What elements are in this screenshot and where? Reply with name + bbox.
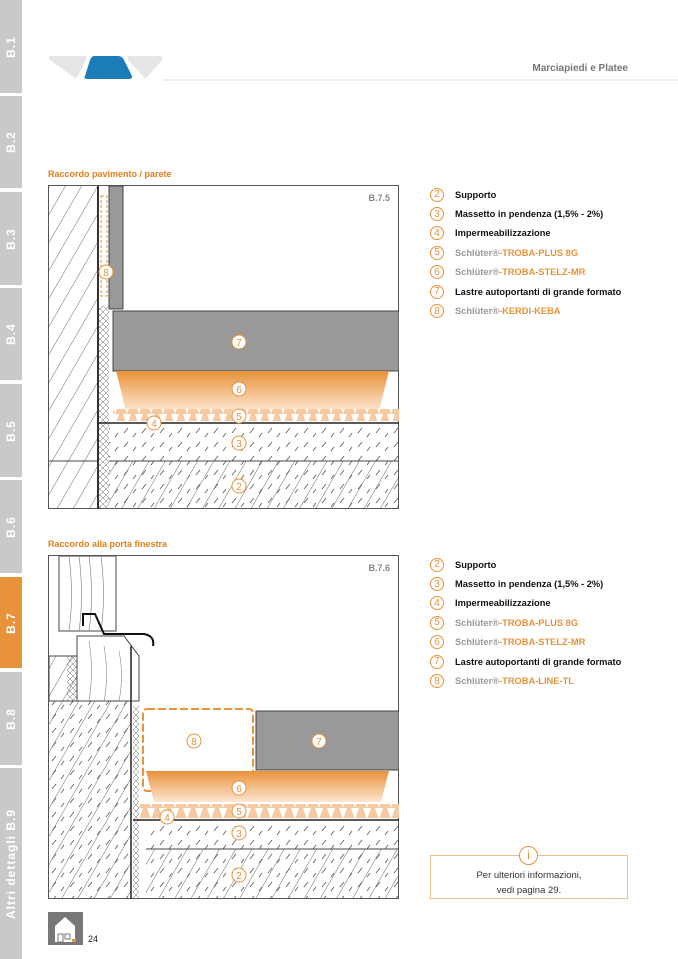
info-line-2[interactable]: vedi pagina 29. <box>496 885 562 896</box>
tab-label: B.2 <box>4 131 18 153</box>
number-badge: 5 <box>430 615 444 630</box>
legend-b76: 2 Supporto 3 Massetto in pendenza (1,5% - … <box>430 555 621 691</box>
header-rule <box>163 79 678 81</box>
svg-text:3: 3 <box>236 439 242 450</box>
tab-label: B.4 <box>4 323 18 345</box>
legend-item: 4 Impermeabilizzazione <box>430 594 621 613</box>
header-logo-shapes <box>49 56 163 79</box>
tab-label: B.1 <box>4 35 18 58</box>
tab-b1[interactable]: B.1 <box>0 0 22 93</box>
page-number: 24 <box>88 934 99 944</box>
number-badge: 4 <box>430 596 444 611</box>
number-badge: 7 <box>430 654 444 669</box>
number-badge: 4 <box>430 226 444 241</box>
detail-drawing-b76: 8 7 6 5 4 3 2 B.7.6 <box>48 555 400 899</box>
legend-text: Supporto <box>455 559 497 570</box>
number-badge: 8 <box>430 304 444 319</box>
tab-label: B.7 <box>4 611 18 634</box>
legend-item: 4 Impermeabilizzazione <box>430 224 621 243</box>
number-badge: 3 <box>430 207 444 222</box>
brand-name: Schlüter® <box>455 306 500 317</box>
legend-item: 6 Schlüter®-TROBA-STELZ-MR <box>430 633 621 652</box>
tab-b2[interactable]: B.2 <box>0 96 22 188</box>
legend-text: Lastre autoportanti di grande formato <box>455 656 622 667</box>
svg-text:6: 6 <box>236 784 242 795</box>
legend-item: 5 Schlüter®-TROBA-PLUS 8G <box>430 243 621 262</box>
number-badge: 2 <box>430 557 444 572</box>
legend-item: 7 Lastre autoportanti di grande formato <box>430 652 621 671</box>
brand-name: Schlüter® <box>455 676 500 687</box>
section-title: Raccordo pavimento / parete <box>48 169 172 179</box>
drawing-code: B.7.6 <box>368 563 390 573</box>
svg-text:8: 8 <box>191 737 197 748</box>
svg-text:2: 2 <box>236 871 242 882</box>
tab-label: B.3 <box>4 227 18 250</box>
number-badge: 3 <box>430 577 444 592</box>
legend-item: 2 Supporto <box>430 555 621 574</box>
tab-b7[interactable]: B.7 <box>0 577 22 668</box>
legend-item: 5 Schlüter®-TROBA-PLUS 8G <box>430 613 621 632</box>
drawing-code: B.7.5 <box>368 193 390 203</box>
legend-item: 3 Massetto in pendenza (1,5% - 2%) <box>430 574 621 593</box>
tab-b3[interactable]: B.3 <box>0 192 22 285</box>
product-name: -TROBA-STELZ-MR <box>499 267 586 278</box>
home-icon[interactable] <box>48 912 83 945</box>
svg-text:3: 3 <box>236 829 242 840</box>
legend-item: 8 Schlüter®-KERDI-KEBA <box>430 301 621 320</box>
number-badge: 2 <box>430 187 444 202</box>
tab-b6[interactable]: B.6 <box>0 480 22 573</box>
legend-text: Supporto <box>455 189 497 200</box>
legend-text: Lastre autoportanti di grande formato <box>455 286 622 297</box>
legend-b75: 2 Supporto 3 Massetto in pendenza (1,5% - … <box>430 185 621 321</box>
number-badge: 8 <box>430 674 444 689</box>
tab-b4[interactable]: B.4 <box>0 288 22 380</box>
info-icon: i <box>519 846 538 865</box>
product-name: -TROBA-LINE-TL <box>499 676 574 687</box>
legend-text: Impermeabilizzazione <box>455 228 551 239</box>
legend-text: Impermeabilizzazione <box>455 598 551 609</box>
tab-b8[interactable]: B.8 <box>0 672 22 765</box>
tab-b9[interactable]: Altri dettagli B.9 <box>0 768 22 959</box>
legend-item: 7 Lastre autoportanti di grande formato <box>430 282 621 301</box>
legend-item: 6 Schlüter®-TROBA-STELZ-MR <box>430 263 621 282</box>
info-line-1: Per ulteriori informazioni, <box>476 870 582 881</box>
svg-text:8: 8 <box>103 268 109 279</box>
svg-text:7: 7 <box>316 737 322 748</box>
legend-item: 2 Supporto <box>430 185 621 204</box>
legend-item: 3 Massetto in pendenza (1,5% - 2%) <box>430 204 621 223</box>
brand-name: Schlüter® <box>455 267 500 278</box>
product-name: -TROBA-PLUS 8G <box>499 617 579 628</box>
legend-text: Massetto in pendenza (1,5% - 2%) <box>455 209 604 220</box>
number-badge: 6 <box>430 635 444 650</box>
legend-text: Massetto in pendenza (1,5% - 2%) <box>455 579 604 590</box>
svg-text:2: 2 <box>236 482 242 493</box>
info-box: i Per ulteriori informazioni, vedi pagin… <box>430 846 628 899</box>
tab-label: B.5 <box>4 419 18 442</box>
svg-text:5: 5 <box>236 412 242 423</box>
legend-item: 8 Schlüter®-TROBA-LINE-TL <box>430 671 621 690</box>
section-title: Raccordo alla porta finestra <box>48 539 168 549</box>
svg-text:5: 5 <box>236 807 242 818</box>
tab-label: B.8 <box>4 707 18 730</box>
svg-text:7: 7 <box>236 338 242 349</box>
product-name: -TROBA-STELZ-MR <box>499 637 586 648</box>
svg-text:6: 6 <box>236 385 242 396</box>
svg-text:4: 4 <box>164 813 170 824</box>
brand-name: Schlüter® <box>455 247 500 258</box>
tab-label: Altri dettagli B.9 <box>4 808 19 919</box>
number-badge: 5 <box>430 245 444 260</box>
number-badge: 6 <box>430 265 444 280</box>
tab-b5[interactable]: B.5 <box>0 384 22 477</box>
header-title: Marciapiedi e Platee <box>532 63 628 74</box>
number-badge: 7 <box>430 284 444 299</box>
detail-drawing-b75: 7 6 5 4 3 2 8 B.7.5 <box>48 185 400 509</box>
brand-name: Schlüter® <box>455 617 500 628</box>
brand-name: Schlüter® <box>455 637 500 648</box>
svg-text:4: 4 <box>151 419 157 430</box>
product-name: -KERDI-KEBA <box>499 306 561 317</box>
product-name: -TROBA-PLUS 8G <box>499 247 579 258</box>
tab-label: B.6 <box>4 515 18 538</box>
